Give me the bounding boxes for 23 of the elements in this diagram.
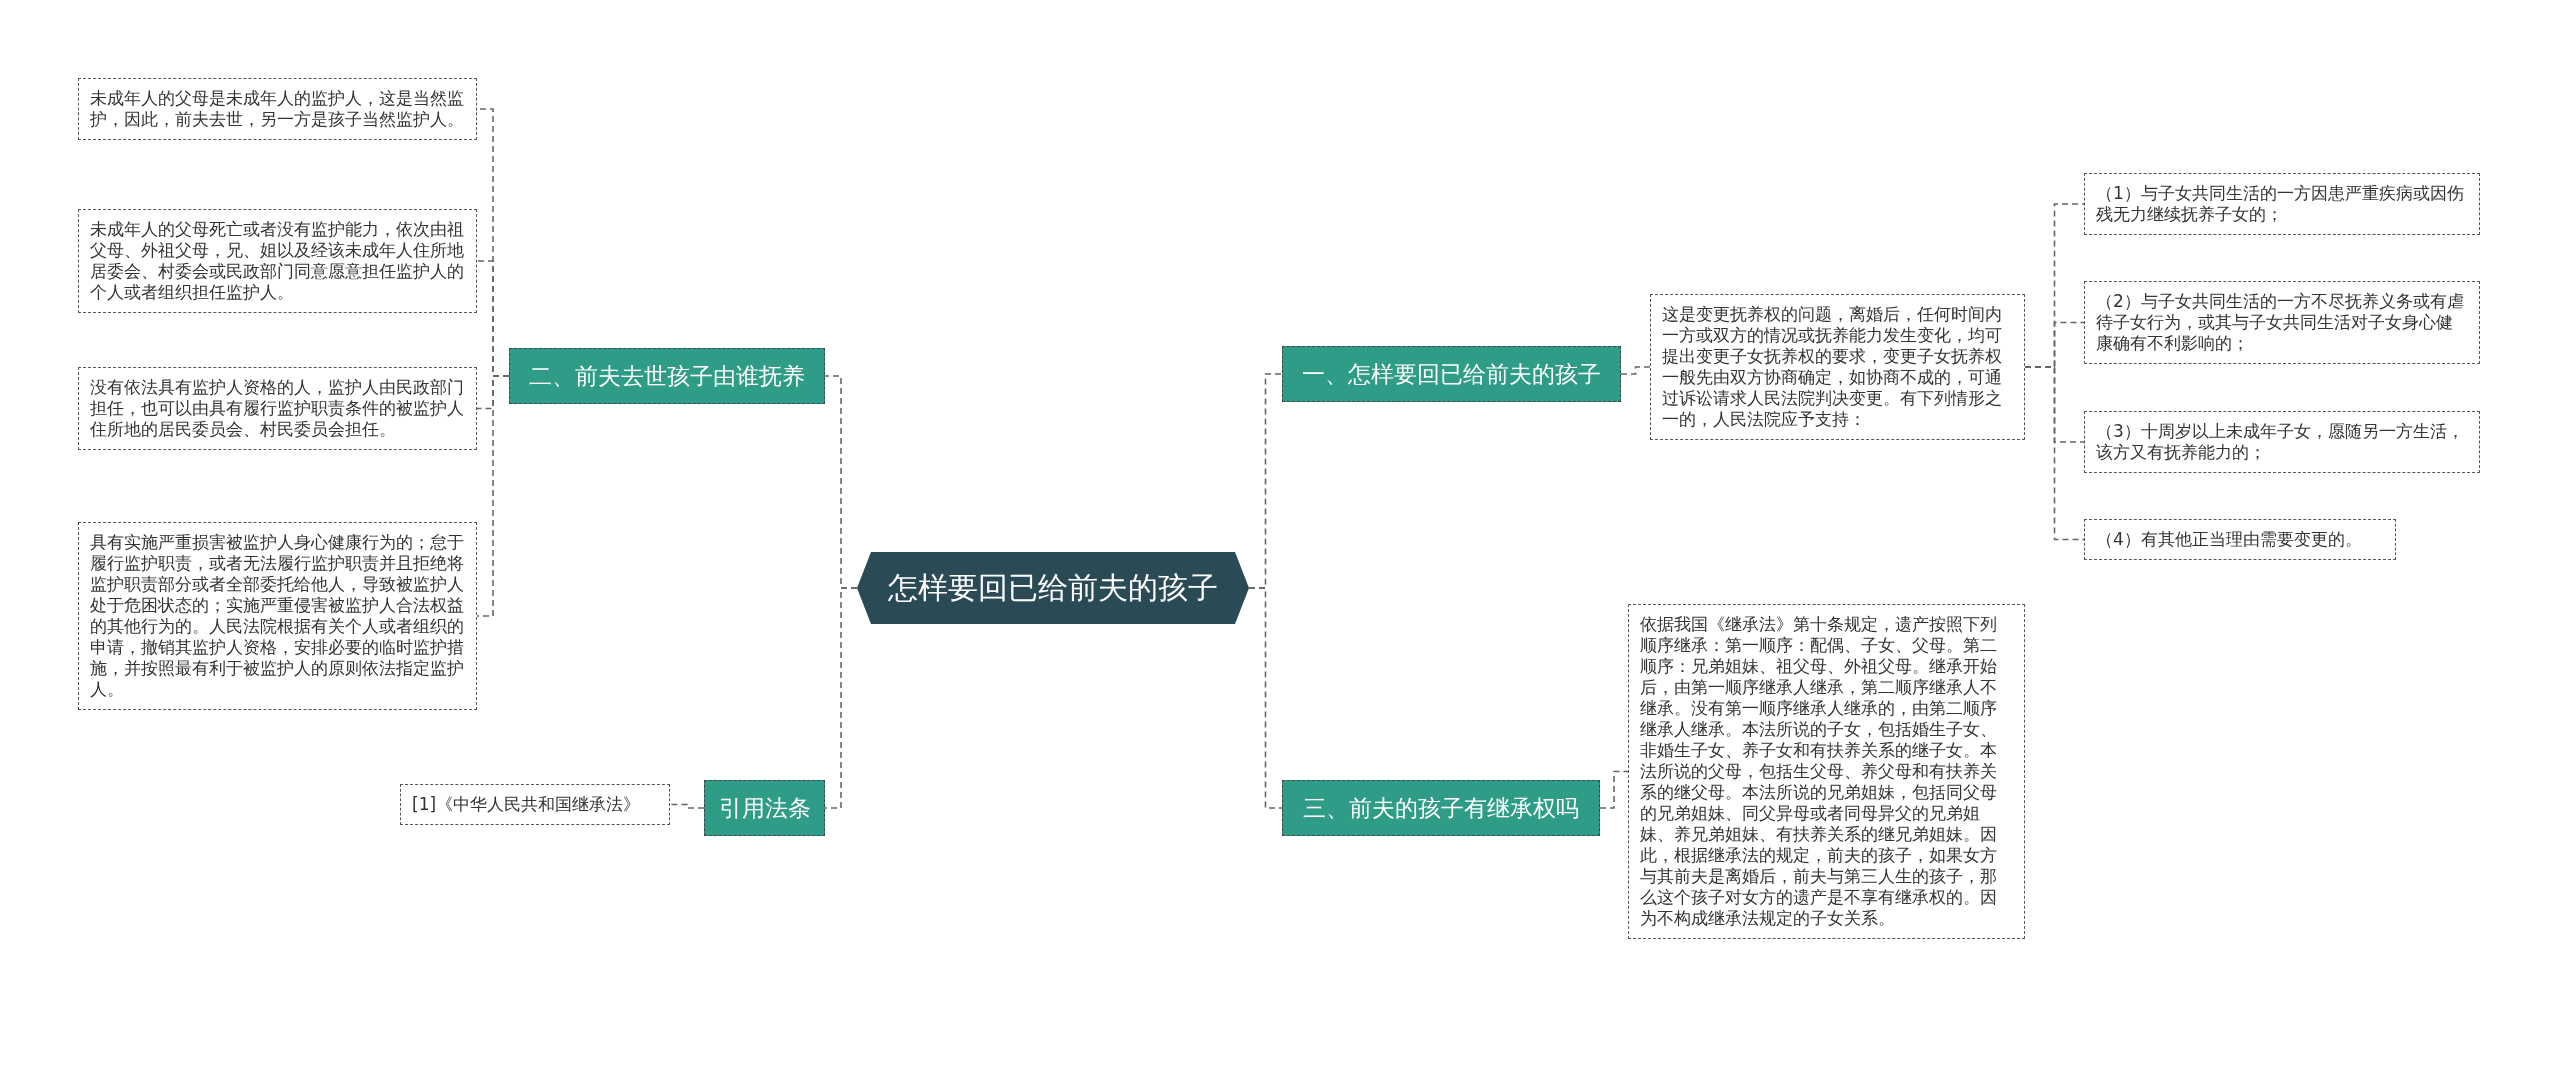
note-box: 依据我国《继承法》第十条规定，遗产按照下列顺序继承：第一顺序：配偶、子女、父母。第二顺序：兄弟姐妹、祖父母、外祖父母。继承开始后，由第一顺序继承人继承，第二顺序继承人不继承。没有第一顺序继承人继承的，由第二顺序继承人继承。本法所说的子女，包括婚生子女、非婚生子女、养子女和有扶养关系的继子女。本法所说的父母，包括生父母、养父母和有扶养关系的继父母。本法所说的兄弟姐妹，包括同父母的兄弟姐妹、同父异母或者同母异父的兄弟姐妹、养兄弟姐妹、有扶养关系的继兄弟姐妹。因此，根据继承法的规定，前夫的孩子，如果女方与其前夫是离婚后，前夫与第三人生的孩子，那么这个孩子对女方的遗产是不享有继承权的。因为不构成继承法规定的子女关系。 (1628, 604, 2025, 939)
note-box: （1）与子女共同生活的一方因患严重疾病或因伤残无力继续抚养子女的； (2084, 173, 2480, 235)
connector-line (824, 587, 858, 809)
connector-line (2024, 366, 2085, 541)
note-box: （2）与子女共同生活的一方不尽抚养义务或有虐待子女行为，或其与子女共同生活对子女身心健康确有不利影响的； (2084, 281, 2480, 364)
topic-box: 一、怎样要回已给前夫的孩子 (1282, 346, 1621, 402)
central-topic: 怎样要回已给前夫的孩子 (857, 552, 1249, 624)
connector-line (1620, 366, 1651, 375)
topic-box: 引用法条 (704, 780, 825, 836)
connector-line (669, 803, 705, 809)
topic-box: 二、前夫去世孩子由谁抚养 (509, 348, 825, 404)
note-box: 未成年人的父母死亡或者没有监护能力，依次由祖父母、外祖父母，兄、姐以及经该未成年人住所地居委会、村委会或民政部门同意愿意担任监护人的个人或者组织担任监护人。 (78, 209, 477, 313)
note-box: 未成年人的父母是未成年人的监护人，这是当然监护，因此，前夫去世，另一方是孩子当然监护人。 (78, 78, 477, 140)
note-box: 这是变更抚养权的问题，离婚后，任何时间内一方或双方的情况或抚养能力发生变化，均可提出变更子女抚养权的要求，变更子女抚养权一般先由双方协商确定，如协商不成的，可通过诉讼请求人民法院判决变更。有下列情形之一的，人民法院应予支持： (1650, 294, 2025, 440)
topic-box: 三、前夫的孩子有继承权吗 (1282, 780, 1600, 836)
connector-line (1248, 587, 1283, 809)
note-box: 具有实施严重损害被监护人身心健康行为的；怠于履行监护职责，或者无法履行监护职责并且拒绝将监护职责部分或者全部委托给他人，导致被监护人处于危困状态的；实施严重侵害被监护人合法权益的其他行为的。人民法院根据有关个人或者组织的申请，撤销其监护人资格，安排必要的临时监护措施，并按照最有利于被监护人的原则依法指定监护人。 (78, 522, 477, 710)
note-box: （4）有其他正当理由需要变更的。 (2084, 519, 2396, 560)
connector-line (476, 375, 510, 617)
note-box: 没有依法具有监护人资格的人，监护人由民政部门担任，也可以由具有履行监护职责条件的被监护人住所地的居民委员会、村民委员会担任。 (78, 367, 477, 450)
note-box: [1]《中华人民共和国继承法》 (400, 784, 670, 825)
note-box: （3）十周岁以上未成年子女，愿随另一方生活，该方又有抚养能力的； (2084, 411, 2480, 473)
connector-line (1599, 770, 1629, 809)
